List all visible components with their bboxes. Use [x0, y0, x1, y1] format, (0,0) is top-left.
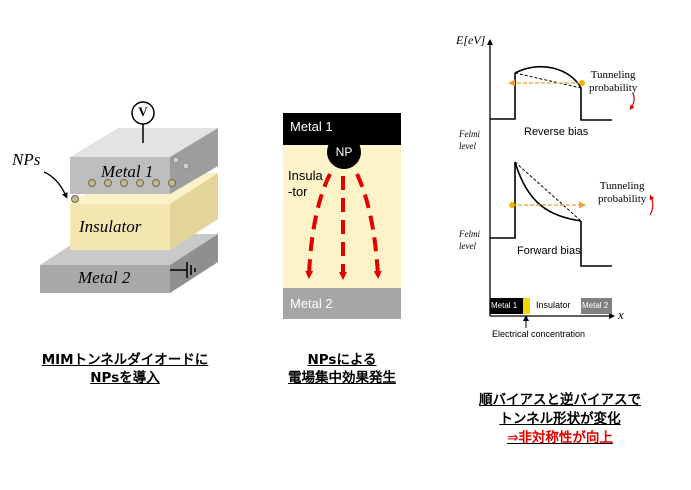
np-label: NP	[335, 145, 353, 159]
tunneling-bottom-label: Tunneling probability	[598, 180, 646, 206]
field-metal2-label: Metal 2	[290, 296, 333, 311]
bar-metal1	[490, 298, 523, 314]
field-insulator-label: Insula -tor	[288, 168, 323, 200]
tunneling-top-line1: Tunneling	[590, 69, 636, 81]
caption-band-line3: ⇒非対称性が向上	[507, 430, 613, 446]
felmi-top-label: Felmi level	[459, 128, 480, 152]
caption-band-line2: トンネル形状が変化	[499, 411, 621, 427]
metal2-label: Metal 2	[78, 268, 131, 287]
bar-np	[523, 298, 530, 314]
bar-metal2-label: Metal 2	[582, 301, 609, 310]
y-axis-label: E[eV]	[456, 33, 486, 47]
electrical-concentration-label: Electrical concentration	[492, 329, 586, 339]
tunneling-bottom-line2: probability	[598, 193, 647, 205]
caption-mim: MIMトンネルダイオードに NPsを導入	[20, 351, 230, 387]
caption-mim-line2: NPsを導入	[90, 370, 160, 386]
band-diagram	[487, 39, 655, 328]
voltmeter-icon	[131, 101, 155, 125]
probability-up-arrow	[649, 194, 655, 216]
metal2-region	[283, 288, 401, 319]
ground-icon	[170, 262, 196, 278]
x-axis-label: x	[618, 307, 624, 322]
tunneling-bottom-line1: Tunneling	[599, 180, 645, 192]
bar-insulator	[530, 298, 581, 314]
electron-top	[579, 80, 585, 86]
nanoparticles-row	[71, 156, 190, 203]
felmi-bottom-line2: level	[459, 241, 476, 251]
np-circle	[327, 135, 361, 169]
tunneling-top-label: Tunneling probability	[589, 69, 637, 95]
felmi-top-line1: Felmi	[459, 129, 480, 139]
felmi-bottom-line1: Felmi	[459, 229, 480, 239]
caption-band: 順バイアスと逆バイアスで トンネル形状が変化 ⇒非対称性が向上	[455, 391, 665, 448]
felmi-top-line2: level	[459, 141, 476, 151]
metal1-label: Metal 1	[101, 162, 154, 181]
forward-bias-label: Forward bias	[517, 245, 581, 257]
bar-metal1-label: Metal 1	[491, 301, 518, 310]
mim-diagram	[40, 101, 218, 293]
electron-bottom	[509, 202, 515, 208]
bar-insulator-label: Insulator	[536, 300, 571, 310]
field-arrow-right	[355, 173, 382, 279]
field-diagram	[283, 113, 401, 319]
insulator-line1: Insula	[288, 168, 323, 183]
field-metal1-label: Metal 1	[290, 119, 333, 134]
caption-mim-line1: MIMトンネルダイオードに	[41, 352, 209, 368]
tunneling-top-line2: probability	[589, 82, 638, 94]
voltmeter-label: V	[138, 104, 148, 119]
nps-pointer-arrow	[43, 171, 68, 199]
felmi-bottom-label: Felmi level	[459, 228, 480, 252]
insulator-label: Insulator	[79, 217, 142, 236]
caption-field-line1: NPsによる	[307, 352, 377, 368]
caption-band-line1: 順バイアスと逆バイアスで	[479, 392, 641, 408]
metal1-slab	[70, 128, 218, 194]
field-arrows	[305, 173, 382, 280]
caption-field-line2: 電場集中効果発生	[288, 370, 396, 386]
forward-bias-curve	[490, 161, 612, 267]
reverse-bias-label: Reverse bias	[524, 126, 589, 138]
nps-label: NPs	[12, 150, 41, 169]
field-arrow-left	[305, 173, 332, 279]
bar-metal2	[581, 298, 612, 314]
caption-field: NPsによる 電場集中効果発生	[262, 351, 422, 387]
probability-down-arrow	[629, 92, 635, 111]
insulator-line2: -tor	[288, 184, 308, 199]
